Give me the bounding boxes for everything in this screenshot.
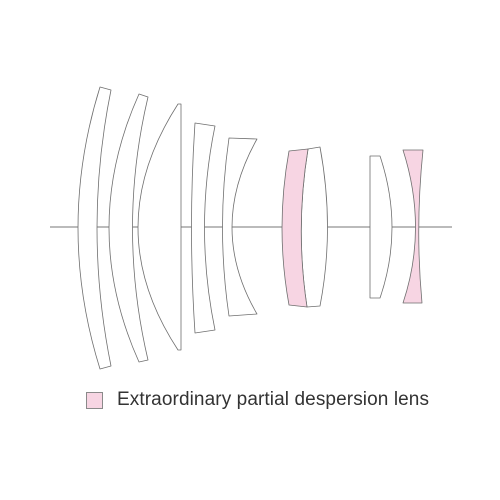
legend-swatch <box>86 391 103 409</box>
legend: Extraordinary partial despersion lens <box>86 388 429 412</box>
lens-element-1 <box>77 86 112 370</box>
lens-element-4 <box>191 122 216 334</box>
lens-element-3 <box>137 103 182 351</box>
lens-element-2 <box>108 93 149 363</box>
lens-element-5 <box>222 137 258 317</box>
lens-element-7-ed <box>281 148 309 308</box>
lens-element-9-ed <box>402 149 424 304</box>
lens-element-8 <box>369 155 393 299</box>
legend-label: Extraordinary partial despersion lens <box>117 389 430 410</box>
